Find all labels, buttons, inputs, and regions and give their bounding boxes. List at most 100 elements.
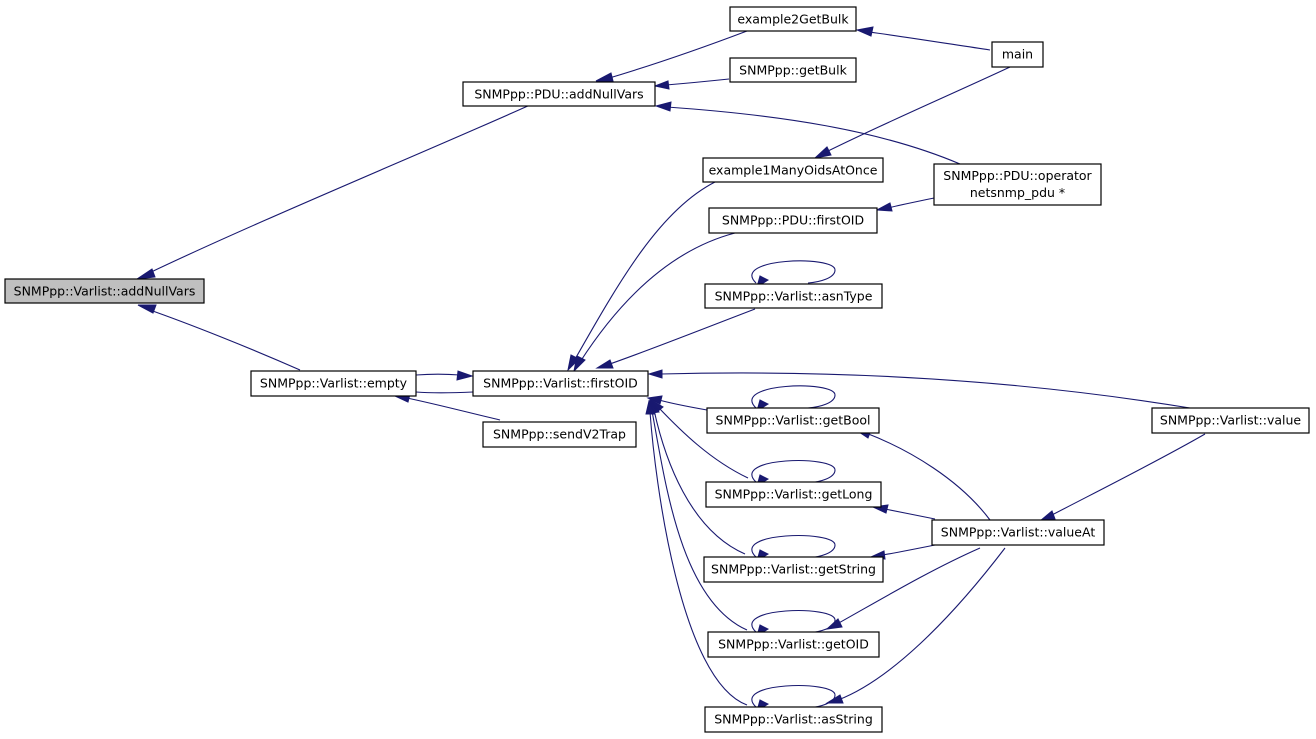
edge-valueat-to-getbool — [865, 432, 991, 521]
node-label: SNMPpp::sendV2Trap — [493, 427, 626, 442]
edge-arrowhead — [647, 369, 663, 379]
edge-varlist-firstoid-to-empty — [415, 391, 474, 394]
edge-valueat-to-getoid — [836, 547, 981, 625]
edge-example2getbulk-to-pdu-addnullvars — [605, 30, 748, 80]
edge-getbool-self-loop — [751, 385, 836, 409]
edge-asntype-self-loop — [751, 260, 836, 284]
edge-arrowhead — [646, 395, 663, 405]
node-pdu-operator[interactable]: SNMPpp::PDU::operator netsnmp_pdu * — [933, 163, 1102, 206]
node-example1manyoidsatonce[interactable]: example1ManyOidsAtOnce — [702, 157, 884, 183]
edge-getoid-to-varlist-firstoid — [651, 410, 748, 631]
edge-arrowhead — [595, 72, 614, 82]
edge-value-to-valueat — [1049, 433, 1206, 517]
node-label: SNMPpp::Varlist::addNullVars — [14, 284, 196, 299]
node-varlist-empty[interactable]: SNMPpp::Varlist::empty — [250, 370, 417, 397]
node-box — [703, 556, 884, 583]
edge-getstring-self-loop — [751, 535, 836, 559]
node-label: SNMPpp::Varlist::asString — [714, 712, 873, 727]
edge-main-to-example1manyoidsatonce — [821, 66, 1011, 155]
edge-arrowhead — [645, 399, 656, 415]
node-label: SNMPpp::PDU::operator — [943, 168, 1092, 183]
edge-getoid-self-loop — [751, 610, 836, 634]
edge-value-to-varlist-firstoid — [660, 372, 1191, 409]
node-varlist-getstring[interactable]: SNMPpp::Varlist::getString — [703, 556, 884, 583]
node-label: SNMPpp::PDU::addNullVars — [474, 87, 643, 102]
edge-empty-to-varlist-firstoid — [415, 373, 461, 376]
node-pdu-firstoid[interactable]: SNMPpp::PDU::firstOID — [708, 207, 878, 234]
edge-example1manyoidsatonce-to-varlist-firstoid — [573, 181, 716, 362]
node-box — [250, 370, 417, 397]
node-label-line2: netsnmp_pdu * — [970, 185, 1065, 200]
node-varlist-asntype[interactable]: SNMPpp::Varlist::asnType — [704, 283, 883, 309]
node-box — [708, 207, 878, 234]
edge-arrowhead — [136, 268, 156, 280]
edge-arrowhead — [573, 355, 586, 373]
node-box — [707, 631, 880, 658]
node-box — [702, 157, 884, 183]
node-label: SNMPpp::Varlist::getString — [711, 562, 876, 577]
edges — [136, 26, 1206, 713]
node-varlist-firstoid[interactable]: SNMPpp::Varlist::firstOID — [472, 370, 649, 397]
edge-arrowhead — [137, 304, 157, 314]
node-varlist-asstring[interactable]: SNMPpp::Varlist::asString — [704, 706, 883, 733]
node-varlist-getoid[interactable]: SNMPpp::Varlist::getOID — [707, 631, 880, 658]
node-label: SNMPpp::Varlist::getOID — [718, 637, 869, 652]
edge-arrowhead — [825, 694, 844, 704]
edge-arrowhead — [595, 359, 614, 369]
node-label: main — [1002, 47, 1033, 62]
edge-pdu-operator-to-pdu-firstoid — [887, 197, 935, 209]
edge-pdu-addnullvars-to-varlist-addnullvars — [146, 104, 531, 275]
node-box — [4, 278, 205, 304]
node-label: SNMPpp::Varlist::asnType — [715, 289, 873, 304]
node-getbulk[interactable]: SNMPpp::getBulk — [729, 57, 857, 83]
node-label: SNMPpp::Varlist::empty — [260, 376, 408, 391]
edge-valueat-to-asstring — [837, 547, 1006, 701]
node-label: example2GetBulk — [737, 12, 849, 27]
node-label: SNMPpp::Varlist::valueAt — [941, 525, 1096, 540]
edge-getlong-to-varlist-firstoid — [658, 407, 749, 479]
node-box — [704, 706, 883, 733]
node-main[interactable]: main — [991, 41, 1044, 68]
node-box — [704, 283, 883, 309]
node-box — [482, 421, 637, 448]
edge-arrowhead — [855, 26, 874, 37]
node-varlist-value[interactable]: SNMPpp::Varlist::value — [1151, 407, 1310, 434]
node-label: example1ManyOidsAtOnce — [709, 163, 878, 178]
node-label: SNMPpp::getBulk — [739, 63, 847, 78]
edge-arrowhead — [875, 202, 893, 212]
edge-arrowhead — [825, 618, 843, 630]
node-box — [462, 81, 656, 107]
node-box — [705, 481, 882, 508]
node-box — [472, 370, 649, 397]
node-varlist-valueat[interactable]: SNMPpp::Varlist::valueAt — [931, 519, 1105, 546]
edge-valueat-to-getstring — [882, 544, 936, 556]
node-box — [706, 407, 880, 434]
node-label: SNMPpp::PDU::firstOID — [722, 213, 864, 228]
edge-arrowhead — [456, 370, 474, 381]
node-sendv2trap[interactable]: SNMPpp::sendV2Trap — [482, 421, 637, 448]
node-label: SNMPpp::Varlist::getLong — [715, 487, 873, 502]
edge-arrowhead — [813, 146, 832, 159]
node-box — [991, 41, 1044, 68]
node-pdu-addnullvars[interactable]: SNMPpp::PDU::addNullVars — [462, 81, 656, 107]
edge-pdu-operator-to-pdu-addnullvars — [666, 106, 961, 165]
node-varlist-addnullvars[interactable]: SNMPpp::Varlist::addNullVars — [4, 278, 205, 304]
edge-valueat-to-getlong — [884, 508, 936, 520]
node-box — [729, 6, 857, 32]
node-example2getbulk[interactable]: example2GetBulk — [729, 6, 857, 32]
edge-asstring-to-varlist-firstoid — [649, 411, 748, 706]
edge-getbool-to-varlist-firstoid — [658, 399, 708, 411]
edge-getstring-to-varlist-firstoid — [653, 409, 746, 555]
node-varlist-getlong[interactable]: SNMPpp::Varlist::getLong — [705, 481, 882, 508]
edge-arrowhead — [653, 80, 670, 90]
node-box — [1151, 407, 1310, 434]
node-label: SNMPpp::Varlist::firstOID — [483, 376, 638, 391]
edge-empty-to-varlist-addnullvars — [146, 308, 301, 371]
edge-asstring-self-loop — [751, 685, 836, 709]
node-box — [729, 57, 857, 83]
node-box — [931, 519, 1105, 546]
node-varlist-getbool[interactable]: SNMPpp::Varlist::getBool — [706, 407, 880, 434]
edge-getbulk-to-pdu-addnullvars — [665, 78, 730, 86]
edge-pdu-firstoid-to-varlist-firstoid — [579, 232, 736, 363]
